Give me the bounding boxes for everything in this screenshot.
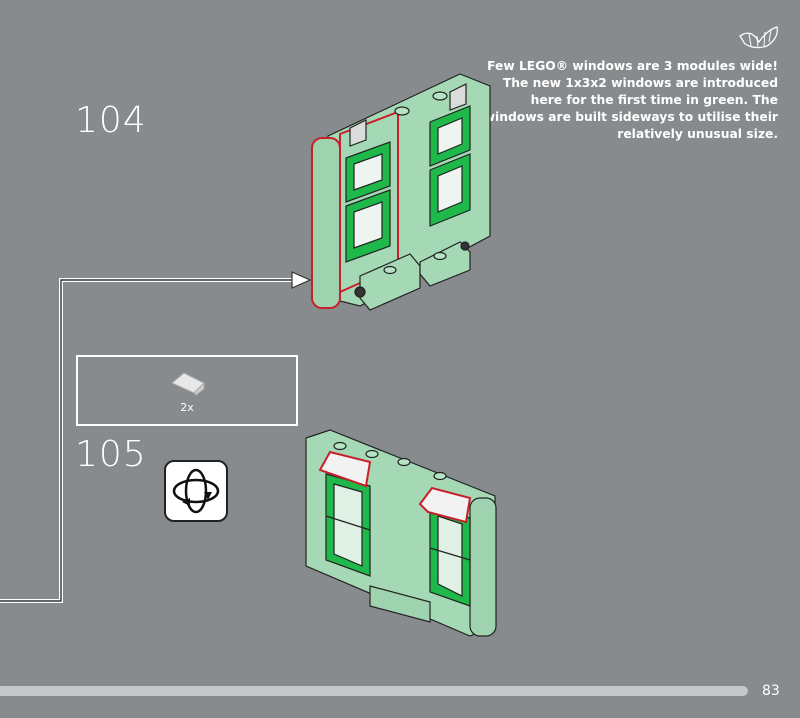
designer-note: Few LEGO® windows are 3 modules wide! Th… bbox=[483, 59, 778, 141]
part-quantity: 2x bbox=[180, 401, 194, 414]
step-number-105: 105 bbox=[75, 434, 147, 475]
croissant-icon bbox=[739, 26, 778, 49]
parts-callout: 2x bbox=[76, 355, 298, 426]
model-step-105 bbox=[305, 429, 497, 637]
page-footer-bar bbox=[0, 686, 748, 696]
step-number-104: 104 bbox=[75, 100, 147, 141]
rotate-model-icon bbox=[164, 460, 228, 522]
page-number: 83 bbox=[762, 683, 780, 699]
model-step-104 bbox=[311, 73, 491, 311]
white-slope-brick-icon bbox=[171, 372, 205, 396]
